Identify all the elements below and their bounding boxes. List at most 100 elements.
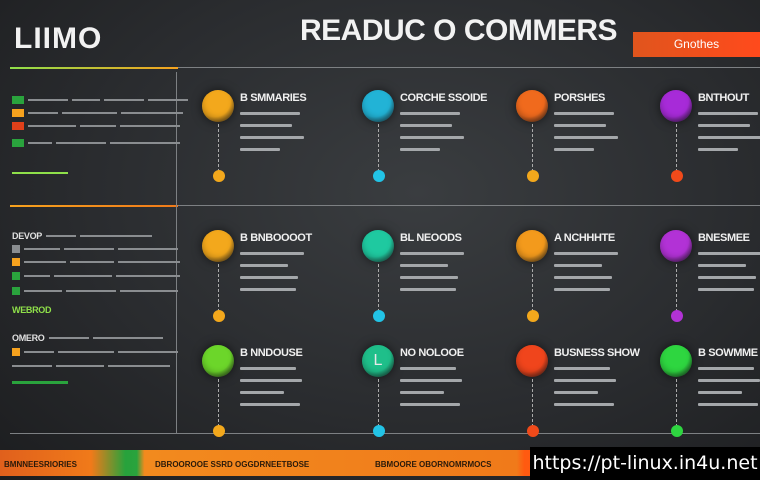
category-icon[interactable]	[516, 345, 548, 377]
category-icon[interactable]	[202, 90, 234, 122]
square-icon	[12, 96, 24, 104]
card[interactable]: B SMMARIES	[202, 90, 352, 200]
card[interactable]: BNTHOUT	[660, 90, 760, 200]
brand-logo: LIIMO	[14, 22, 103, 55]
divider-vertical	[176, 72, 177, 434]
square-icon	[12, 348, 20, 356]
divider-bottom	[10, 433, 178, 434]
category-icon[interactable]	[362, 90, 394, 122]
card-title: BUSNESS SHOW	[554, 347, 640, 359]
sidebar-row[interactable]	[12, 347, 178, 357]
card-text-lines	[698, 112, 760, 151]
card[interactable]: BUSNESS SHOW	[516, 345, 666, 455]
status-dot-icon	[527, 425, 539, 437]
status-dot-icon	[527, 310, 539, 322]
card-text-lines	[554, 252, 618, 291]
card-text-lines	[554, 367, 616, 406]
footer-segment: DBROOROOE SSRD OGGDRNEETBOSE	[155, 460, 310, 469]
square-icon	[12, 272, 20, 280]
card[interactable]: BNESMEE	[660, 230, 760, 340]
connector-line	[676, 124, 677, 172]
card-title: B NNDOUSE	[240, 347, 303, 359]
sidebar-label: WEBROD	[12, 305, 52, 315]
sidebar-row[interactable]	[12, 257, 180, 267]
category-icon[interactable]	[660, 230, 692, 262]
card-text-lines	[698, 367, 760, 406]
card-text-lines	[554, 112, 618, 151]
card[interactable]: A NCHHHTE	[516, 230, 666, 340]
status-dot-icon	[671, 425, 683, 437]
card[interactable]: L NO NOLOOE	[362, 345, 512, 455]
sidebar-row[interactable]	[12, 244, 178, 254]
card-title: B SMMARIES	[240, 92, 307, 104]
sidebar-row[interactable]	[12, 168, 68, 178]
page-title: READUC O COMMERS	[300, 14, 618, 47]
card-title: NO NOLOOE	[400, 347, 464, 359]
status-dot-icon	[373, 425, 385, 437]
divider-mid-right	[178, 205, 760, 206]
card[interactable]: B SOWMME	[660, 345, 760, 455]
sidebar-label: DEVOP	[12, 231, 43, 241]
connector-line	[378, 264, 379, 312]
status-dot-icon	[213, 310, 225, 322]
connector-line	[532, 124, 533, 172]
card-title: CORCHE SSOIDE	[400, 92, 488, 104]
card[interactable]: BL NEOODS	[362, 230, 512, 340]
category-icon[interactable]	[516, 90, 548, 122]
divider-bottom-right	[178, 433, 760, 434]
category-icon[interactable]	[202, 230, 234, 262]
card-title: A NCHHHTE	[554, 232, 615, 244]
card-text-lines	[400, 367, 462, 406]
sidebar-section-label[interactable]: DEVOP	[12, 231, 153, 241]
card-text-lines	[400, 252, 464, 291]
card-text-lines	[240, 252, 304, 291]
connector-line	[676, 264, 677, 312]
footer-segment: BBMOORE OBORNOMRMOCS	[375, 460, 492, 469]
card-title: BNESMEE	[698, 232, 750, 244]
category-icon[interactable]	[660, 90, 692, 122]
sidebar-row[interactable]	[12, 121, 180, 131]
card-title: BNTHOUT	[698, 92, 749, 104]
connector-line	[218, 124, 219, 172]
square-icon	[12, 109, 24, 117]
card[interactable]: B BNBOOOOT	[202, 230, 352, 340]
sidebar-row[interactable]	[12, 286, 178, 296]
sidebar-row[interactable]	[12, 361, 170, 371]
status-dot-icon	[213, 425, 225, 437]
card[interactable]: PORSHES	[516, 90, 666, 200]
connector-line	[218, 264, 219, 312]
sidebar-section-label[interactable]: WEBROD	[12, 305, 52, 315]
divider-top	[10, 67, 178, 69]
square-icon	[12, 258, 20, 266]
sidebar-row[interactable]	[12, 377, 68, 387]
card-text-lines	[698, 252, 760, 291]
category-icon[interactable]	[202, 345, 234, 377]
card[interactable]: CORCHE SSOIDE	[362, 90, 512, 200]
card[interactable]: B NNDOUSE	[202, 345, 352, 455]
card-title: PORSHES	[554, 92, 605, 104]
sidebar-row[interactable]: OMERO	[12, 333, 163, 343]
connector-line	[378, 124, 379, 172]
divider-mid	[10, 205, 178, 207]
sidebar-row[interactable]	[12, 108, 183, 118]
category-icon[interactable]	[516, 230, 548, 262]
card-title: B BNBOOOOT	[240, 232, 312, 244]
status-dot-icon	[671, 170, 683, 182]
sidebar-row[interactable]	[12, 138, 180, 148]
header-action-button[interactable]: Gnothes	[633, 32, 760, 57]
square-icon	[12, 122, 24, 130]
sidebar-row[interactable]	[12, 271, 180, 281]
connector-line	[676, 379, 677, 427]
status-dot-icon	[527, 170, 539, 182]
card-text-lines	[240, 367, 302, 406]
footer-segment: BMNNEESRIORIES	[4, 460, 77, 469]
category-icon[interactable]: L	[362, 345, 394, 377]
square-icon	[12, 245, 20, 253]
category-icon[interactable]	[362, 230, 394, 262]
category-icon[interactable]	[660, 345, 692, 377]
square-icon	[12, 287, 20, 295]
card-text-lines	[400, 112, 464, 151]
sidebar-row[interactable]	[12, 95, 188, 105]
status-dot-icon	[213, 170, 225, 182]
status-dot-icon	[373, 310, 385, 322]
